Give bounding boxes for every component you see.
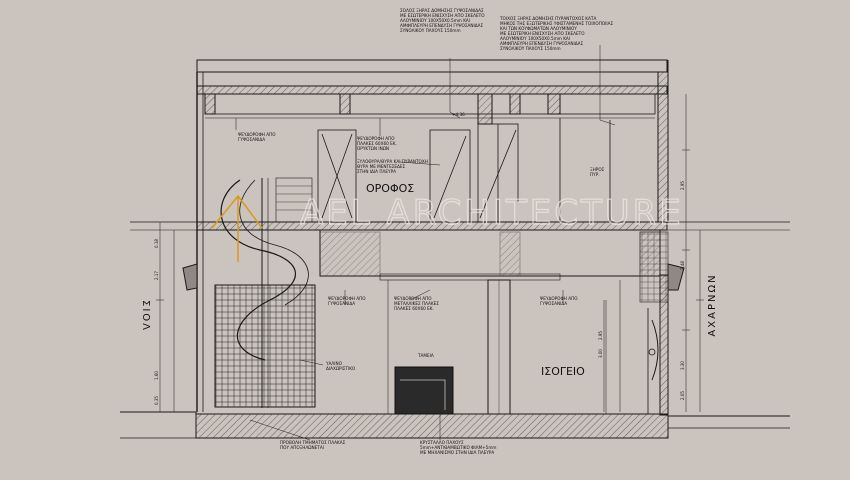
dimensions-left: 2.17 1.60 0.18 0.35 [154,239,159,405]
note-line: ΨΕΥΔΟΡΟΦΗ ΑΠΟ [238,132,276,137]
note-line: ΑΛΟΥΜΙΝΙΟΥ 100X50X0.5mm ΚΑΙ [400,18,470,23]
dimensions-center: 3.00 2.95 [598,331,603,358]
note-line: ΜΕ ΕΣΩΤΕΡΙΚΗ ΕΝΙΣΧΥΣΗ ΑΠΟ ΣΚΕΛΕΤΟ [400,13,485,18]
note-line: ΠΛΑΚΕΣ 60X60 ΕΚ. [394,306,434,311]
dimension-label: 2.17 [154,271,159,280]
note-line: ΥΑΛΙΝΟ [325,361,343,366]
dimension-label: 2.48 [680,261,685,270]
note-line: ΣΥΝΟΛΙΚΟΥ ΠΑΧΟΥΣ 150mm [400,28,461,33]
note-line: ΠΟΥ ΑΠΟΞΗΛΩΝΕΤΑΙ [280,445,324,450]
note-line: ΜΕ ΕΣΩΤΕΡΙΚΗ ΕΝΙΣΧΥΣΗ ΑΠΟ ΣΚΕΛΕΤΟ [500,31,585,36]
room-label-ground-floor: ΙΣΟΓΕΙΟ [541,365,585,378]
note-line: ΑΛΟΥΜΙΝΙΟΥ 100X50X0.5mm ΚΑΙ [500,36,570,41]
note-line: ΓΥΨΟΣΑΝΙΔΑ [238,137,265,142]
spiral-stair [214,177,316,408]
dimension-label: 2.95 [598,331,603,340]
note-line: ΚΑΙ ΤΩΝ ΚΟΥΦΩΜΑΤΩΝ ΑΛΟΥΜΙΝΙΟΥ [500,26,577,31]
room-label-cashier: ΤΑΜΕΙΑ [417,353,434,358]
street-label-right: ΑΧΑΡΝΩΝ [707,273,718,336]
ground [120,411,790,439]
dimension-lines [156,94,704,412]
street-label-left: ΣΙΟΛ [140,300,151,332]
note-line: ΘΥΡΑ ΜΕ ΜΕΝΤΕΣΕΔΕΣ [357,164,406,169]
cashier-counter [394,366,454,415]
note-line: ΠΛΑΚΕΣ 60X60 ΕΚ. [357,141,397,146]
note-line: ΜΕΤΑΛΛΙΚΕΣ ΠΛΑΚΕΣ [394,301,439,306]
note-line: ΨΕΥΔΟΡΟΦΗ ΑΠΟ [394,296,432,301]
note-line: ΞΥΛΟΘΥΡΑ/ΘΥΡΑ ΚΑΙ ΠΥΡΑΝΤΟΧΗ [357,159,428,164]
note-line: ΣΥΝΟΛΙΚΟΥ ΠΑΧΟΥΣ 150mm [500,46,561,51]
note-line: ΜΕ ΜΗΧΑΝΙΣΜΟ ΣΤΗΝ ΙΔΙΑ ΠΛΕΥΡΑ [420,450,494,455]
note-level-mark: +4.36 [452,112,465,117]
note-line: ΤΟΙΧΟΣ ΞΗΡΑΣ ΔΟΜΗΣΗΣ ΠΥΡΑΝΤΟΧΟΣ ΚΑΤΑ [499,16,596,21]
dimension-label: 2.05 [680,391,685,400]
note-line: ΣΟΛΟΣ ΞΗΡΑΣ ΔΟΜΗΣΗΣ ΓΥΨΟΣΑΝΙΔΑΣ [400,8,484,13]
note-line: ΑΜΦΙΠΛΕΥΡΗ ΕΠΕΝΔΥΣΗ ΓΥΨΟΣΑΝΙΔΑΣ [500,41,583,46]
note-line: ΓΥΨΟΣΑΝΙΔΑ [328,301,355,306]
note-line: ΨΕΥΔΟΡΟΦΗ ΑΠΟ [328,296,366,301]
dimension-label: 3.00 [598,349,603,358]
note-line: ΠΡΟΒΟΛΗ ΤΜΗΜΑΤΟΣ ΠΛΑΚΑΣ [280,440,346,445]
note-line: 5mm+ΑΝΤΙΘΑΜΒΩΤΙΚΟ ΦΙΛΜ+5mm [420,445,496,450]
dimension-label: 0.35 [154,396,159,405]
dimension-label: 1.60 [154,371,159,380]
accent-marks [211,194,263,262]
dimension-label: 3.30 [680,361,685,370]
note-line: ΟΡΥΚΤΩΝ ΙΝΩΝ [357,146,389,151]
dimensions-right: 2.95 2.48 3.30 2.05 [680,181,685,400]
note-line: ΣΤΗΝ ΙΔΙΑ ΠΛΕΥΡΑ [357,169,396,174]
dimension-label: 2.95 [680,181,685,190]
note-line: ΜΗΚΟΣ ΤΗΣ ΕΞΩΤΕΡΙΚΗΣ ΥΦΙΣΤΑΜΕΝΗΣ ΤΟΙΧΟΠΟ… [500,21,613,26]
leader-lines [235,45,616,441]
note-line: ΨΕΥΔΟΡΟΦΗ ΑΠΟ [540,296,578,301]
note-line: ΚΡΥΣΤΑΛΛΟ ΠΑΧΟΥΣ [420,440,464,445]
room-label-upper-floor: ΟΡΟΦΟΣ [366,182,414,195]
watermark: AEL ARCHITECTURE [300,193,684,233]
note-line: ΓΥΨΟΣΑΝΙΔΑ [540,301,567,306]
dimension-label: 0.18 [154,239,159,248]
side-brackets [182,263,685,291]
note-line: ΔΙΑΧΩΡΙΣΤΙΚΟ [326,366,356,371]
facade-glazing [639,231,669,414]
note-line: ΑΜΦΙΠΛΕΥΡΗ ΕΠΕΝΔΥΣΗ ΓΥΨΟΣΑΝΙΔΑΣ [400,23,483,28]
note-line: ΞΗΡΟΣ [590,167,605,172]
upper-doors [317,118,611,223]
note-line: ΠΥΡ. [590,172,600,177]
note-line: ΨΕΥΔΟΡΟΦΗ ΑΠΟ [357,136,395,141]
